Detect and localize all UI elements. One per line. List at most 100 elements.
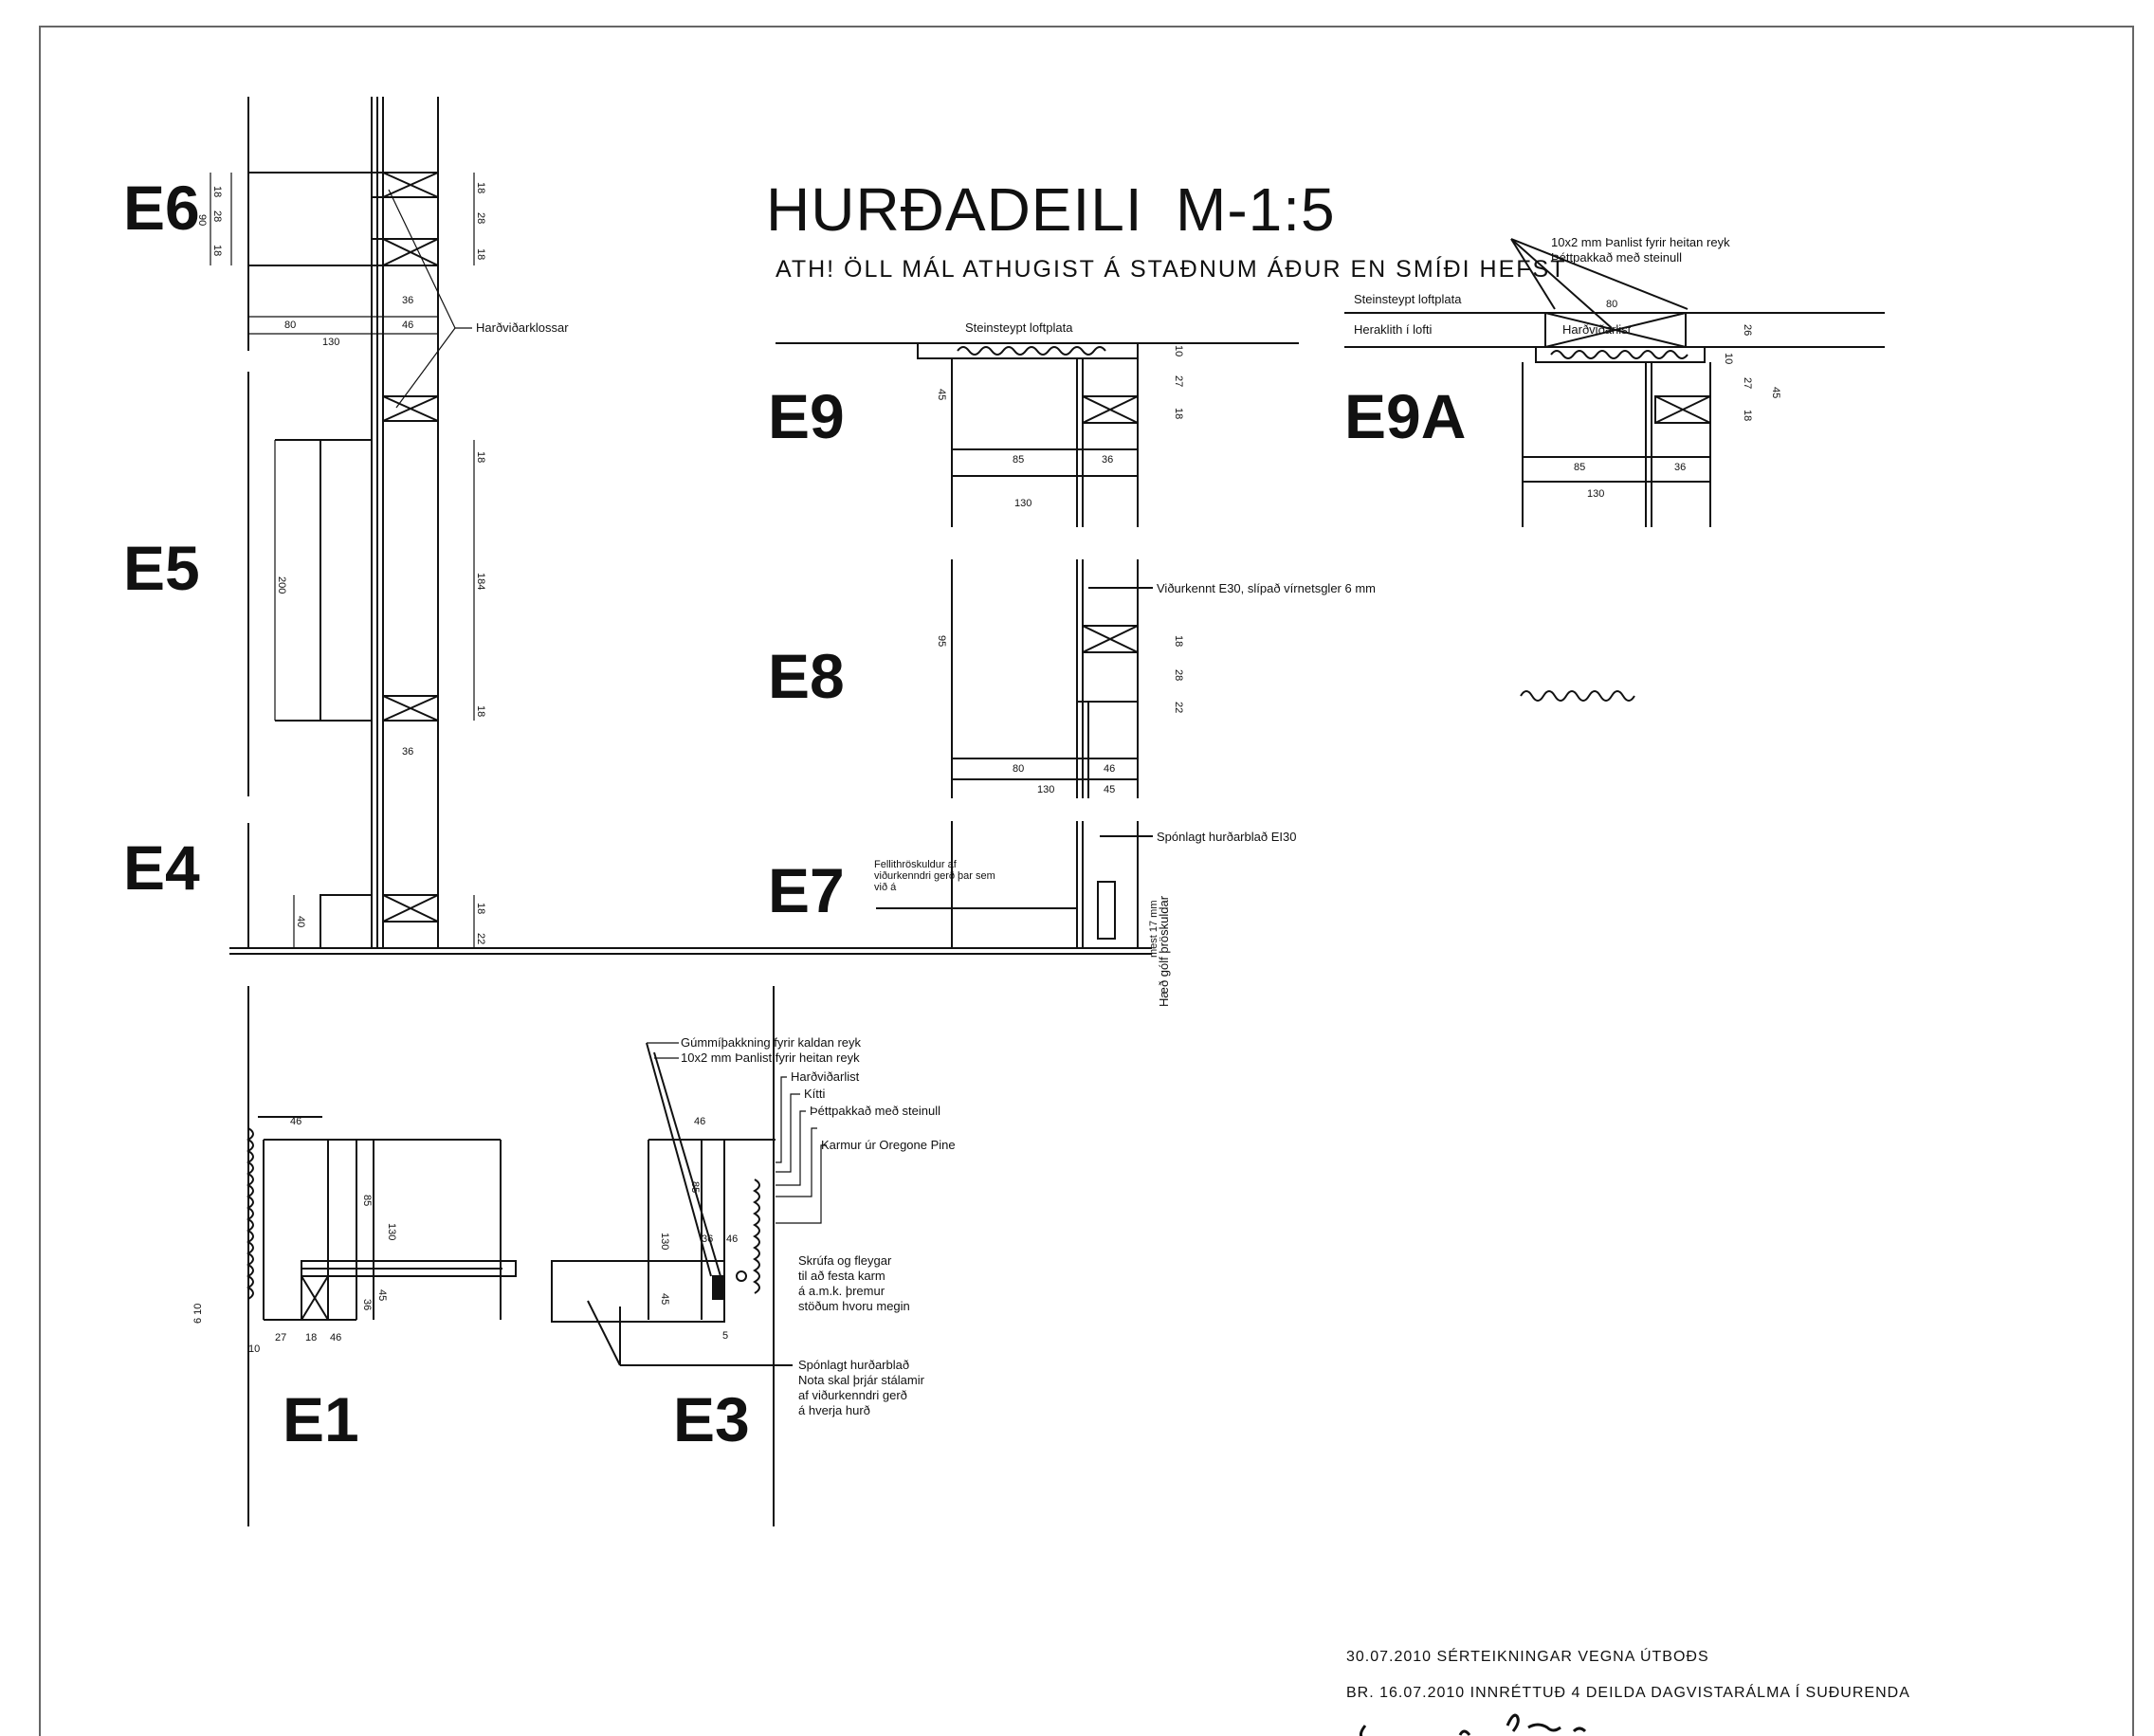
dim-e1-46: 46 [290, 1116, 301, 1127]
dim-e1-18: 18 [305, 1332, 317, 1343]
dim-e9a-10: 10 [1723, 353, 1734, 364]
note-e7-sponlagt: Spónlagt hurðarblað EI30 [1157, 830, 1296, 844]
dim-e1-45: 45 [376, 1289, 388, 1301]
dim-e9-18: 18 [1173, 408, 1184, 419]
note-e3-skrufa-2: til að festa karm [798, 1269, 885, 1283]
e3-leaders [647, 1042, 827, 1224]
label-e9: E9 [768, 381, 845, 451]
note-e7-max: mest 17 mm [1148, 900, 1159, 958]
dim-e1-27: 27 [275, 1332, 286, 1343]
dim-e6-130: 130 [322, 337, 339, 348]
label-e7: E7 [768, 855, 845, 925]
label-e9a: E9A [1344, 381, 1466, 451]
label-e6: E6 [123, 173, 200, 243]
dim-e6-18d: 18 [475, 248, 486, 260]
leader-hardvidarklossar [388, 189, 472, 409]
drawing-scale: M-1:5 [1176, 175, 1336, 244]
dim-e9-10: 10 [1173, 345, 1184, 356]
drawing-title: HURÐADEILI [766, 175, 1143, 244]
note-e7-haed: Hæð gólf þröskuldar [1157, 895, 1171, 1007]
label-e1: E1 [283, 1384, 359, 1454]
dim-e9a-85: 85 [1574, 462, 1585, 473]
note-e3-sponlagt-1: Spónlagt hurðarblað [798, 1358, 909, 1372]
label-e3: E3 [673, 1384, 750, 1454]
dim-e6-90: 90 [196, 214, 208, 226]
note-e9-loftplata: Steinsteypt loftplata [965, 320, 1073, 335]
dim-e8-80: 80 [1013, 763, 1024, 775]
wave-symbol [1520, 690, 1635, 702]
dim-e5-36: 36 [402, 746, 413, 758]
note-e8-gler: Viðurkennt E30, slípað vírnetsgler 6 mm [1157, 581, 1376, 595]
drawing-subtitle: ATH! ÖLL MÁL ATHUGIST Á STAÐNUM ÁÐUR EN … [776, 255, 1567, 283]
dim-e1-85: 85 [361, 1195, 373, 1206]
note-e9a-hardvidarlist: Harðviðarlist [1562, 322, 1632, 337]
dim-e8-22: 22 [1173, 702, 1184, 713]
dim-e6-18a: 18 [211, 186, 223, 197]
note-hardvidarklossar: Harðviðarklossar [476, 320, 569, 335]
dim-e8-18: 18 [1173, 635, 1184, 647]
dim-e9a-18: 18 [1742, 410, 1753, 421]
dim-e9a-45: 45 [1770, 387, 1781, 398]
dim-e3-5: 5 [722, 1330, 728, 1342]
dim-e1-130: 130 [386, 1223, 397, 1240]
dim-e9a-36: 36 [1674, 462, 1686, 473]
dim-e3-46b: 46 [726, 1233, 738, 1245]
detail-e1 [246, 986, 775, 1526]
left-elevation [229, 97, 1152, 955]
note-e3-thettpakkad: Þéttpakkað með steinull [810, 1104, 940, 1118]
note-e3-kitti: Kítti [804, 1087, 826, 1101]
dim-e9a-26: 26 [1742, 324, 1753, 336]
dim-e1-610: 6 10 [192, 1304, 204, 1324]
dim-e8-95: 95 [936, 635, 947, 647]
dim-e4-40: 40 [295, 916, 306, 927]
dim-e9a-80: 80 [1606, 299, 1617, 310]
dim-e6-18c: 18 [475, 182, 486, 193]
dim-e3-130: 130 [659, 1233, 670, 1250]
note-e3-sponlagt-3: af viðurkenndri gerð [798, 1388, 907, 1402]
dim-e5-200: 200 [276, 576, 287, 594]
note-e3-sponlagt-2: Nota skal þrjár stálamir [798, 1373, 925, 1387]
note-e3-sponlagt-4: á hverja hurð [798, 1403, 870, 1417]
dim-e9-130: 130 [1014, 498, 1031, 509]
dim-e1-46b: 46 [330, 1332, 341, 1343]
dim-e8-130: 130 [1037, 784, 1054, 795]
signature [1359, 1713, 1587, 1736]
note-e3-hardvidarlist: Harðviðarlist [791, 1069, 860, 1084]
dim-e9-45: 45 [936, 389, 947, 400]
dim-e6-28b: 28 [475, 212, 486, 224]
note-e9a-panilist: 10x2 mm Þanlist fyrir heitan reyk [1551, 235, 1730, 249]
dim-e8-28: 28 [1173, 669, 1184, 681]
label-e4: E4 [123, 832, 200, 903]
dim-e1-10: 10 [248, 1343, 260, 1355]
revision-line-1: 30.07.2010 SÉRTEIKNINGAR VEGNA ÚTBOÐS [1346, 1647, 1709, 1665]
note-e9a-loftplata: Steinsteypt loftplata [1354, 292, 1462, 306]
dim-e5-18b: 18 [475, 705, 486, 717]
dim-e6-80: 80 [284, 320, 296, 331]
dim-e8-45: 45 [1104, 784, 1115, 795]
dim-e6-28: 28 [211, 210, 223, 222]
note-e3-skrufa-4: stöðum hvoru megin [798, 1299, 910, 1313]
dim-e4-18: 18 [475, 903, 486, 914]
detail-e9 [776, 342, 1299, 527]
note-e3-panilist: 10x2 mm Þanlist fyrir heitan reyk [681, 1051, 860, 1065]
dim-e6-46: 46 [402, 320, 413, 331]
dim-e3-85: 85 [689, 1181, 701, 1193]
dim-e9a-130: 130 [1587, 488, 1604, 500]
note-e7-fellithroskuldur-box: Fellithröskuldur af viðurkenndri gerð þa… [874, 859, 995, 893]
note-e9a-heraklith: Heraklith í lofti [1354, 322, 1432, 337]
dim-e9a-27: 27 [1742, 377, 1753, 389]
note-e3-skrufa-3: á a.m.k. þremur [798, 1284, 885, 1298]
dim-e4-22: 22 [475, 933, 486, 944]
detail-e8 [951, 559, 1153, 798]
note-e3-gummi: Gúmmíþakkning fyrir kaldan reyk [681, 1035, 862, 1050]
detail-e3 [551, 1042, 793, 1366]
note-e9a-thettpakkad: Þéttpakkað með steinull [1551, 250, 1682, 265]
dim-e1-36: 36 [361, 1299, 373, 1310]
dim-e6-18b: 18 [211, 245, 223, 256]
note-e7-fellithroskuldur: Fellithröskuldur af viðurkenndri gerð þa… [874, 859, 995, 893]
dim-e3-45: 45 [659, 1293, 670, 1305]
dim-lines-left [210, 173, 475, 948]
label-e8: E8 [768, 641, 845, 711]
revision-line-2: BR. 16.07.2010 INNRÉTTUÐ 4 DEILDA DAGVIS… [1346, 1683, 1910, 1701]
